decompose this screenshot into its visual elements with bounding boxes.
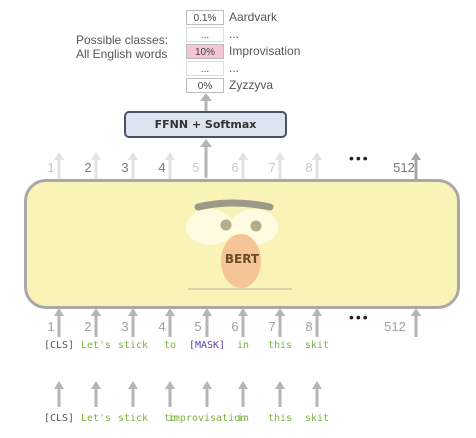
right-eye-icon [250,220,262,232]
token-word: to [163,413,177,424]
top-position: 4 [158,160,166,175]
eyebrows-icon [194,199,274,211]
bottom-position: 3 [121,319,129,334]
possible-classes-line2: All English words [76,47,168,61]
token-word: this [267,340,293,351]
class-name: Zyzzyva [229,78,274,92]
token-word: improvisation [167,413,247,424]
top-position: 2 [84,160,92,175]
token-mask: [MASK] [188,340,226,351]
class-pct: 0.1% [186,10,224,25]
bottom-position: 512 [384,319,406,334]
class-name: Improvisation [229,44,301,58]
top-position: 5 [192,160,200,175]
class-pct-highlight: 10% [186,44,224,59]
token-word: skit [304,340,330,351]
top-output-arrows [54,152,421,180]
bottom-position: 6 [231,319,239,334]
class-pct: ... [186,61,224,76]
top-ellipsis: ••• [349,150,370,166]
ffnn-softmax-box: FFNN + Softmax [124,111,287,138]
token-word: stick [117,340,149,351]
token-word: this [267,413,293,424]
token-word: in [236,340,250,351]
bottom-position: 1 [47,319,55,334]
bottom-ellipsis: ••• [349,309,370,325]
token-word: in [236,413,250,424]
possible-classes-line1: Possible classes: [76,33,169,47]
bottom-position: 5 [194,319,202,334]
bert-input-arrows [54,308,421,337]
bert-label: BERT [224,252,260,266]
bert-face-illustration [186,199,292,290]
token-word: to [163,340,177,351]
left-eye-icon [220,219,232,231]
output-arrow [200,93,212,111]
token-word: Let's [80,340,112,351]
top-position: 1 [47,160,55,175]
bottom-position: 7 [268,319,276,334]
bottom-position: 4 [158,319,166,334]
token-cls: [CLS] [43,413,75,424]
bottom-position: 2 [84,319,92,334]
class-name: ... [229,27,240,41]
ffnn-input-arrow [200,139,212,178]
class-name: ... [229,61,240,75]
class-pct: ... [186,27,224,42]
bottom-position: 8 [305,319,313,334]
top-position: 7 [268,160,276,175]
top-position: 3 [121,160,129,175]
top-position: 8 [305,160,313,175]
top-position: 512 [393,160,415,175]
class-pct: 0% [186,78,224,93]
token-word: Let's [80,413,112,424]
top-position: 6 [231,160,239,175]
token-word: stick [117,413,149,424]
input-token-arrows [54,381,322,407]
nose-icon [221,234,261,288]
token-cls: [CLS] [43,340,75,351]
token-word: skit [304,413,330,424]
possible-classes-label: Possible classes: All English words [76,33,168,61]
class-name: Aardvark [229,10,278,24]
